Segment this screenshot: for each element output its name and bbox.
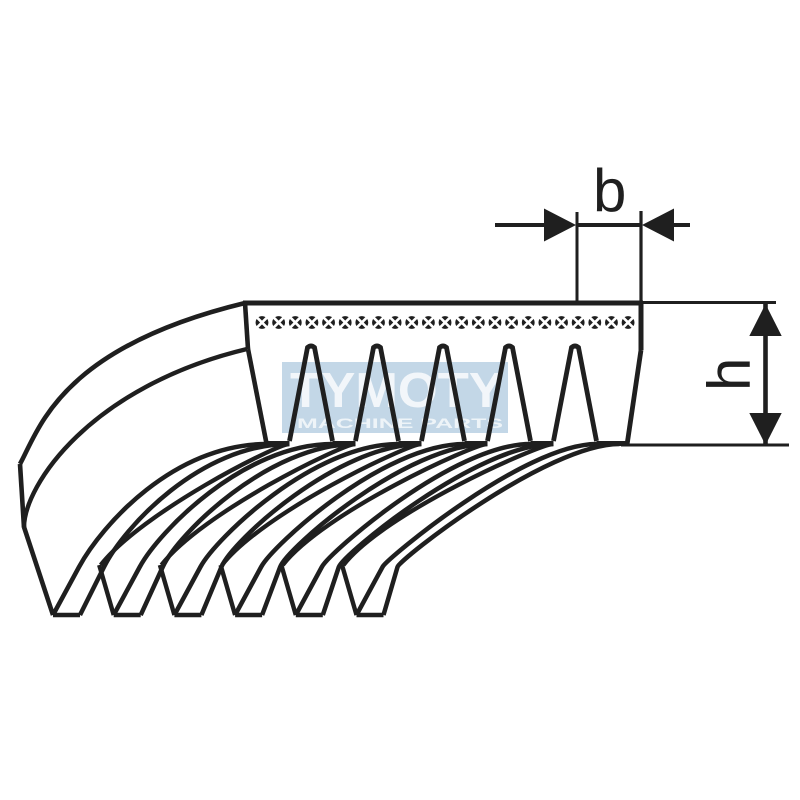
svg-text:MACHINE PARTS: MACHINE PARTS: [297, 416, 503, 431]
svg-text:b: b: [593, 157, 626, 224]
svg-text:h: h: [696, 358, 763, 391]
